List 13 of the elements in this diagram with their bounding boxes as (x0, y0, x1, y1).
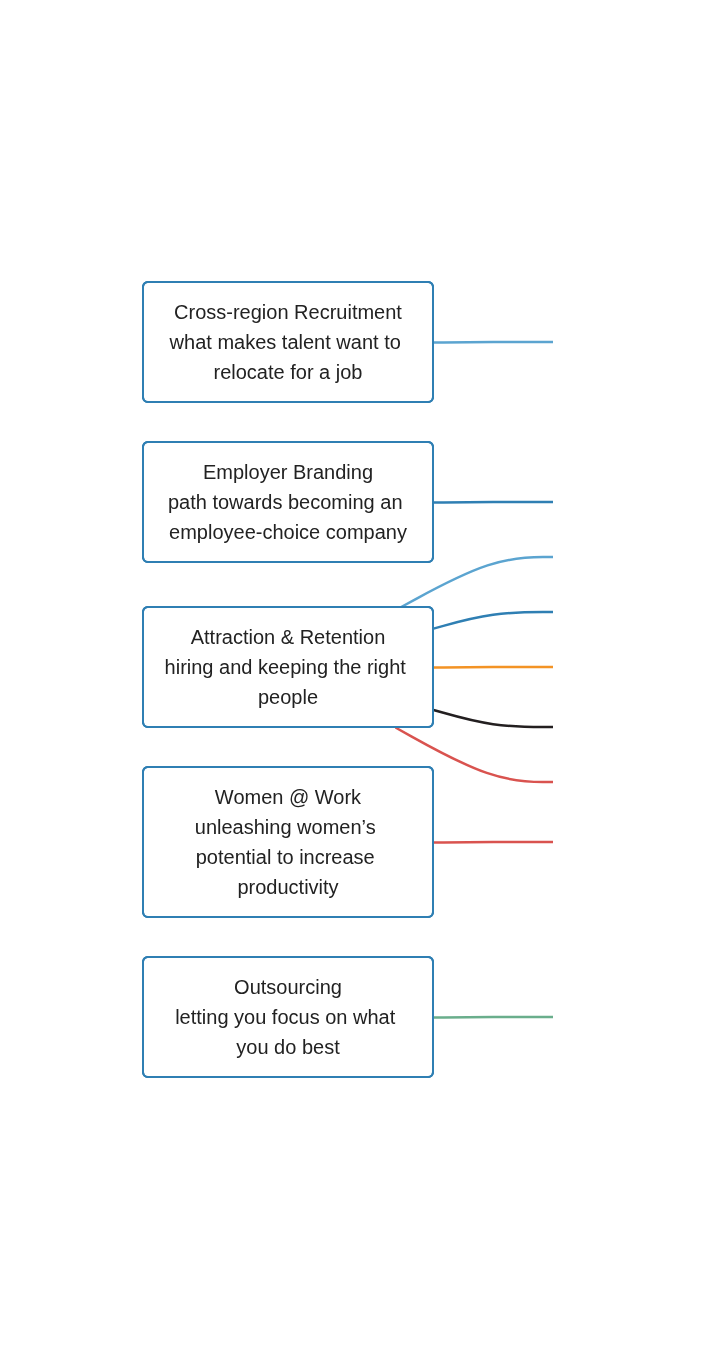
node-text: Cross-region Recruitment what makes talent want to relocate for a job (169, 300, 402, 383)
connector-line (432, 610, 553, 630)
connector-line (433, 500, 553, 504)
node-text: Employer Branding path towards becoming an employee-choice company (167, 460, 407, 543)
node-text: Attraction & Retention hiring and keeping the right people (164, 625, 406, 708)
node-text: Outsourcing letting you focus on what you do best (174, 975, 395, 1058)
connector-line (433, 840, 553, 844)
connector-line (394, 725, 553, 783)
connector-line (433, 665, 553, 669)
node-text: Women @ Work unleashing women’s potential to increase productivity (194, 785, 376, 898)
connector-line (432, 708, 553, 728)
connector-line (433, 1015, 553, 1019)
connector-line (433, 340, 553, 344)
